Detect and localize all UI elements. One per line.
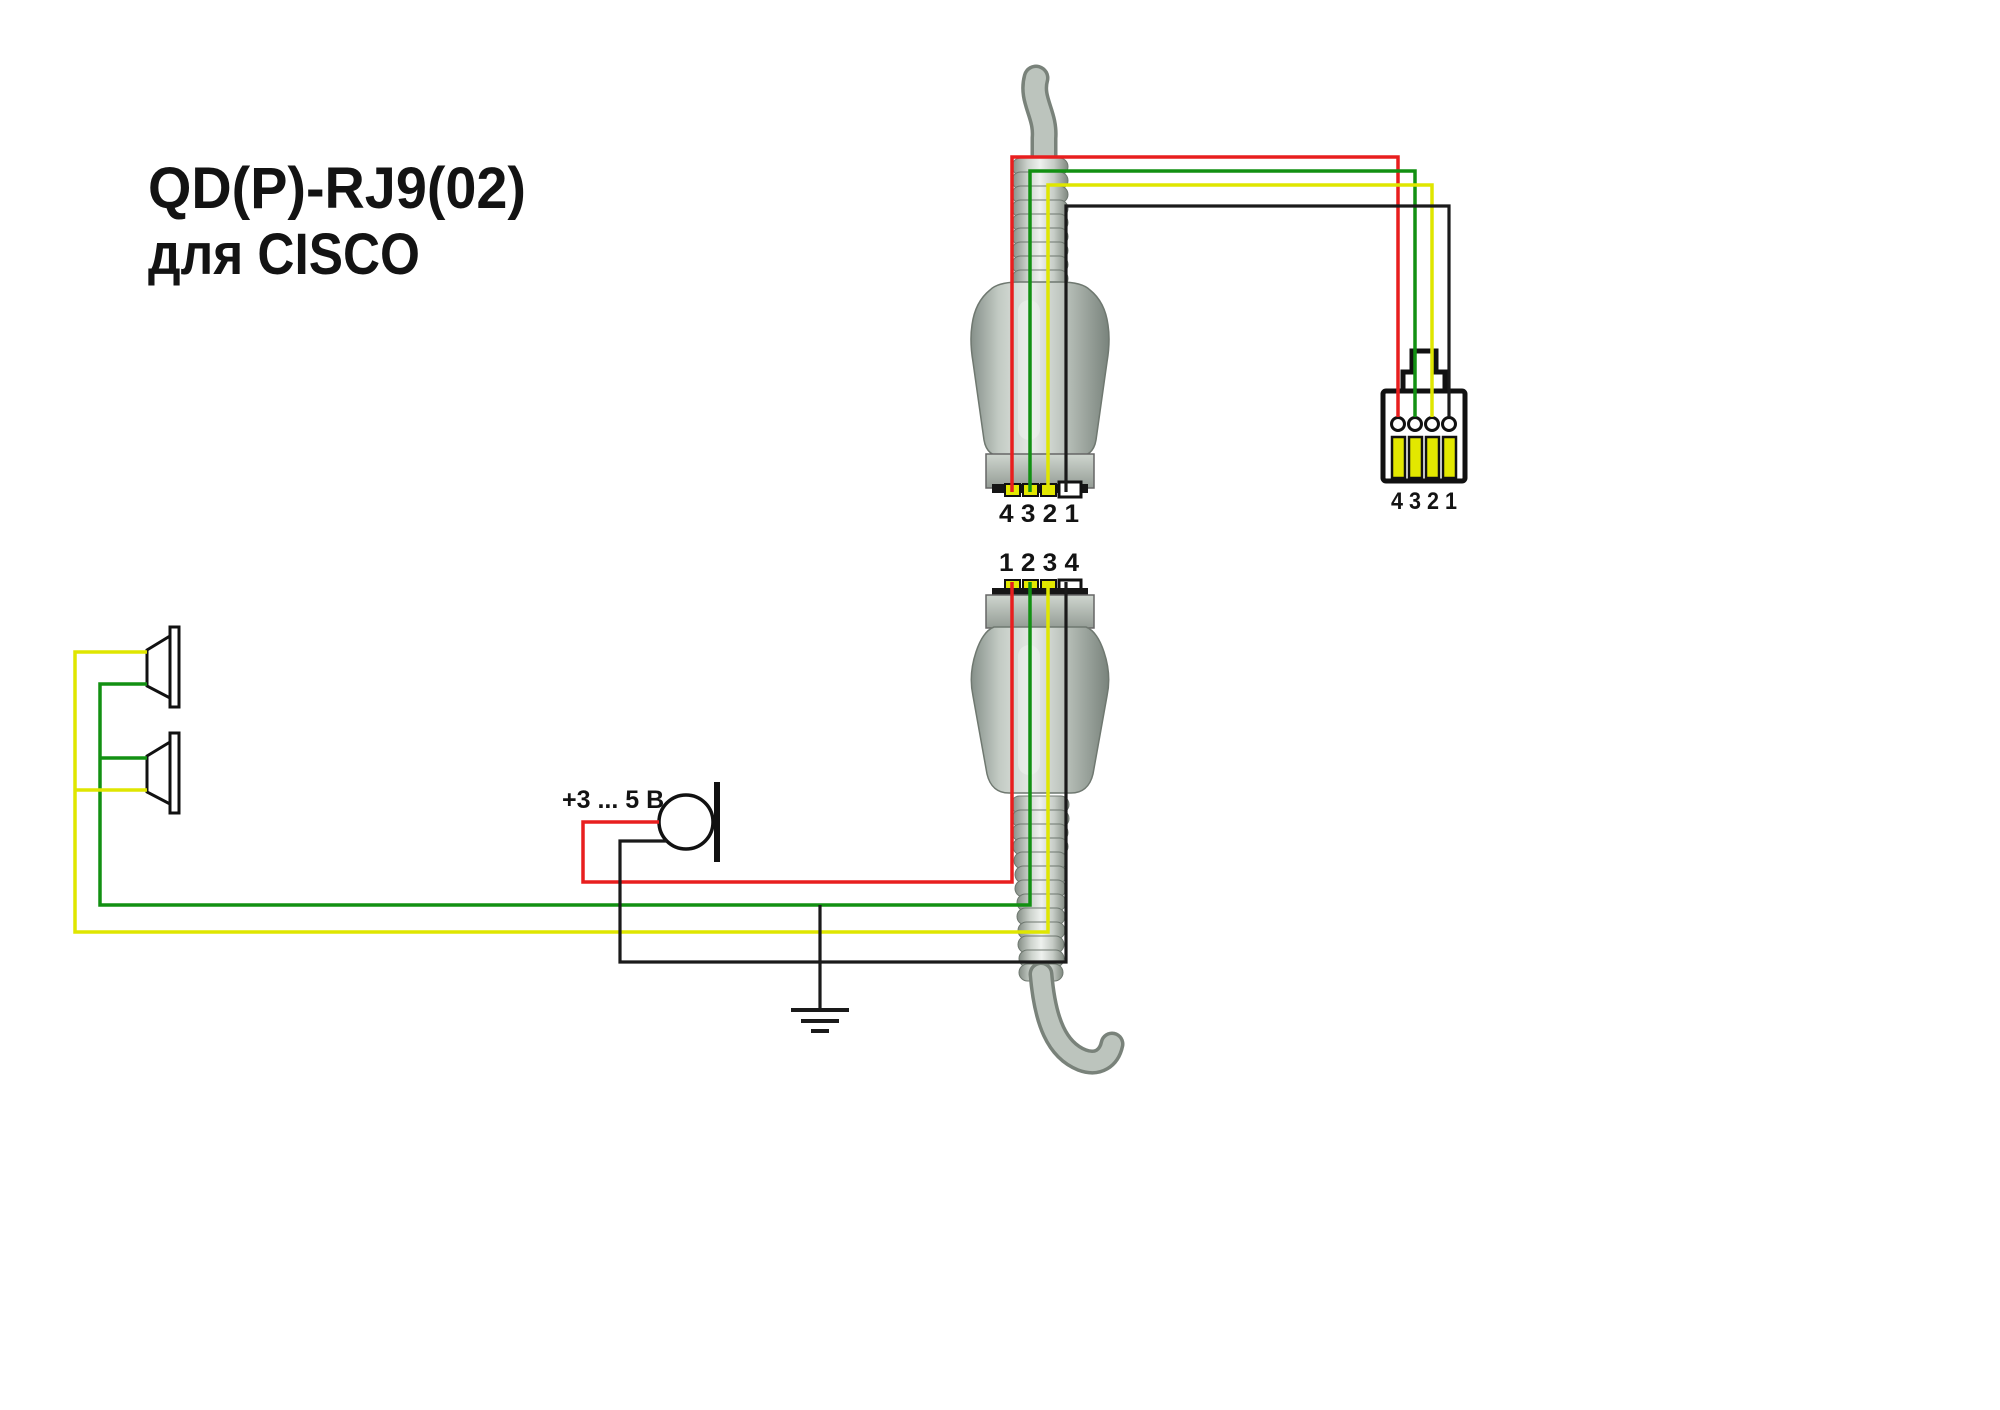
qd-connector-top: 4 3 2 1	[970, 64, 1110, 528]
wire-yellow-speaker-run	[73, 582, 1050, 934]
qd-top-pin-labels: 4 3 2 1	[999, 500, 1079, 528]
qd-connector-bottom: 1 2 3 4	[970, 549, 1125, 1075]
wire-yellow	[73, 183, 1434, 934]
rj9-pins	[1390, 435, 1458, 480]
wire-red	[581, 155, 1400, 884]
rj9-latch	[1400, 348, 1448, 391]
wire-black-top-run	[1064, 204, 1451, 492]
wire-yellow-top-run	[1046, 183, 1434, 492]
microphone-symbol: +3 ... 5 В	[562, 782, 720, 862]
speaker-top	[145, 625, 181, 709]
speaker-bottom	[145, 731, 181, 815]
qd-top-contact-base	[985, 453, 1095, 499]
title-line-2: для CISCO	[148, 222, 420, 287]
qd-top-coil	[1011, 157, 1069, 288]
wire-red-top-run	[1010, 155, 1400, 492]
wire-red-mic-run	[581, 582, 1014, 884]
speaker-bottom-baffle	[168, 731, 181, 815]
wire-black-mic-run	[618, 582, 1068, 964]
mic-voltage-label: +3 ... 5 В	[562, 786, 664, 814]
speaker-top-baffle	[168, 625, 181, 709]
qd-bottom-pin-labels: 1 2 3 4	[999, 549, 1079, 577]
ground-symbol	[791, 1008, 849, 1033]
rj9-wire-entries	[1390, 416, 1457, 432]
page-title: QD(P)-RJ9(02) для CISCO	[148, 156, 526, 287]
qd-top-cable	[1021, 64, 1058, 184]
title-line-1: QD(P)-RJ9(02)	[148, 156, 526, 221]
wire-black	[618, 204, 1451, 1010]
qd-bottom-contact-base	[985, 578, 1095, 629]
mic-backplate	[714, 782, 720, 862]
wire-green-top-run	[1028, 169, 1417, 492]
mic-capsule	[657, 793, 715, 851]
rj9-pin-labels: 4 3 2 1	[1391, 488, 1457, 515]
speaker-bottom-cone	[145, 739, 172, 807]
qd-bottom-coil	[1010, 795, 1070, 982]
qd-bottom-cable-tail	[1028, 961, 1125, 1075]
speaker-top-cone	[145, 633, 172, 701]
wire-green-speaker-run	[98, 582, 1032, 907]
rj9-connector: 4 3 2 1	[1380, 348, 1468, 515]
wire-green	[98, 169, 1417, 907]
